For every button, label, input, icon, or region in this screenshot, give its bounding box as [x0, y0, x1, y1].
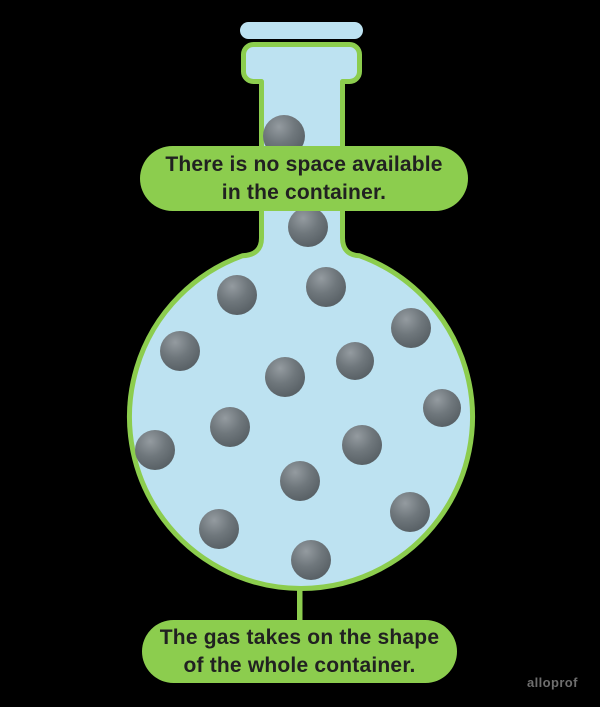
connector-line [297, 585, 303, 622]
alloprof-logo: alloprof [527, 675, 578, 690]
gas-particle [199, 509, 239, 549]
gas-particle [336, 342, 374, 380]
gas-particle [217, 275, 257, 315]
gas-particle [265, 357, 305, 397]
callout-no-space: There is no space available in the conta… [140, 146, 468, 211]
callout-shape-line1: The gas takes on the shape [159, 625, 440, 649]
gas-particle [288, 207, 328, 247]
gas-particle [291, 540, 331, 580]
gas-particle [135, 430, 175, 470]
callout-no-space-line1: There is no space available [165, 152, 443, 176]
gas-particle [160, 331, 200, 371]
callout-shape-line2: of the whole container. [183, 653, 416, 677]
callout-shape: The gas takes on the shape of the whole … [142, 620, 457, 683]
gas-particle [210, 407, 250, 447]
gas-particle [390, 492, 430, 532]
gas-particles [135, 115, 461, 580]
flask-cap [240, 22, 363, 39]
gas-particle [342, 425, 382, 465]
gas-particle [280, 461, 320, 501]
callout-no-space-line2: in the container. [221, 180, 387, 204]
gas-particle [306, 267, 346, 307]
gas-particle [391, 308, 431, 348]
flask-body [127, 42, 475, 591]
gas-particle [423, 389, 461, 427]
